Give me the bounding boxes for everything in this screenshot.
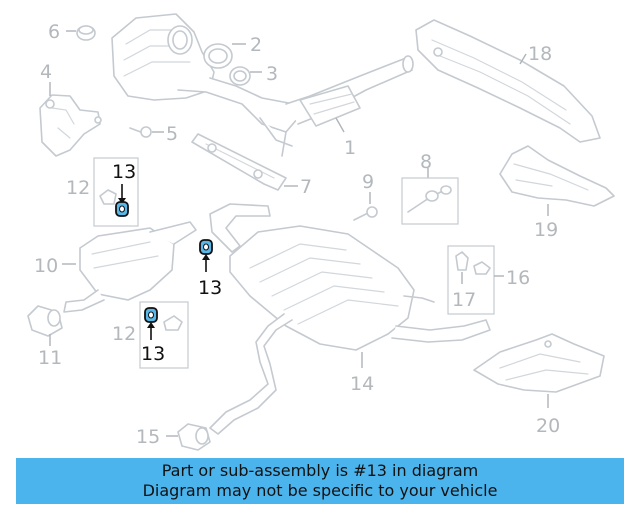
callout-11[interactable]: 11	[38, 347, 62, 369]
part-20-underbody-shield: 20	[473, 333, 605, 437]
callout-1[interactable]: 1	[344, 137, 356, 159]
callout-4[interactable]: 4	[40, 61, 52, 83]
part-11-clamp: 11	[27, 305, 63, 369]
callout-10[interactable]: 10	[34, 255, 58, 277]
callout-9[interactable]: 9	[362, 171, 374, 193]
part-9-bolt: 9	[353, 171, 378, 221]
callout-12-lower[interactable]: 12	[112, 323, 136, 345]
callout-5[interactable]: 5	[166, 123, 178, 145]
callout-6[interactable]: 6	[48, 21, 60, 43]
part-19-heat-shield: 19	[499, 145, 615, 241]
catalytic-converter: 1	[111, 13, 414, 159]
part-7-heat-strap: 7	[191, 133, 312, 198]
callout-12-upper[interactable]: 12	[66, 177, 90, 199]
banner-line-1: Part or sub-assembly is #13 in diagram	[161, 461, 479, 480]
callout-19[interactable]: 19	[534, 219, 558, 241]
part-13-middle-callout: 13	[198, 239, 222, 299]
callout-17[interactable]: 17	[452, 289, 476, 311]
callout-16[interactable]: 16	[506, 267, 530, 289]
exhaust-system-diagram: 6 4 5 1 2	[27, 13, 615, 451]
callout-13-lower[interactable]: 13	[141, 343, 165, 365]
callout-15[interactable]: 15	[136, 426, 160, 448]
callout-20[interactable]: 20	[536, 415, 560, 437]
callout-7[interactable]: 7	[300, 176, 312, 198]
callout-3[interactable]: 3	[266, 63, 278, 85]
part-14-rear-muffler: 14	[209, 203, 491, 435]
banner-line-2: Diagram may not be specific to your vehi…	[142, 481, 498, 500]
callout-13-middle[interactable]: 13	[198, 277, 222, 299]
part-10-front-muffler: 10	[34, 221, 197, 313]
part-3-ring: 3	[229, 63, 278, 86]
part-5-bolt: 5	[129, 123, 178, 145]
part-15-clamp: 15	[136, 423, 211, 451]
part-8-box: 8	[401, 151, 459, 225]
callout-2[interactable]: 2	[250, 34, 262, 56]
part-16-17-box: 16 17	[447, 245, 530, 315]
part-12-box-lower: 12 13	[112, 301, 189, 369]
part-4-bracket: 4	[39, 61, 102, 157]
part-2-gasket: 2	[203, 34, 262, 69]
callout-8[interactable]: 8	[420, 151, 432, 173]
callout-13-upper[interactable]: 13	[112, 161, 136, 183]
part-18-heat-shield: 18	[415, 19, 601, 143]
callout-14[interactable]: 14	[350, 373, 374, 395]
info-banner: Part or sub-assembly is #13 in diagram D…	[16, 458, 624, 504]
part-6-plug: 6	[48, 21, 96, 43]
part-12-box-upper: 12 13	[66, 157, 139, 227]
callout-18[interactable]: 18	[528, 43, 552, 65]
